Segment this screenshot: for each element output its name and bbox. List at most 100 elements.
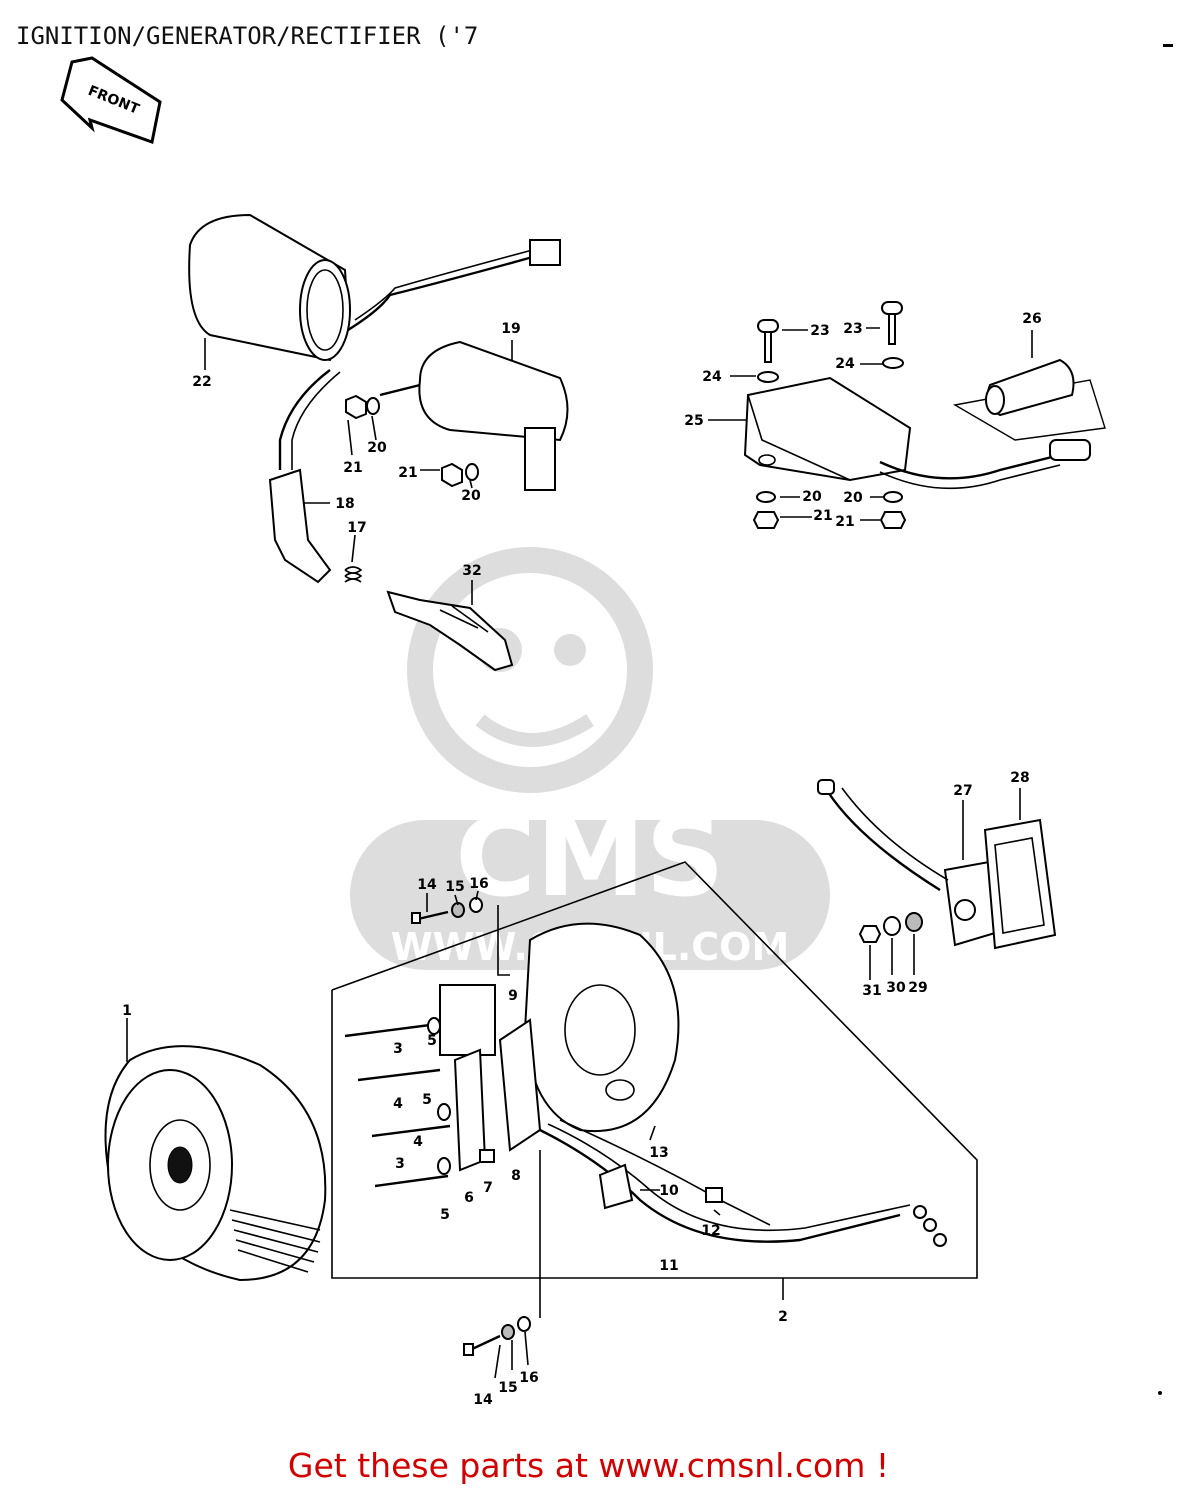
callout-8: 8 [511, 1168, 521, 1184]
part-21-nut-3[interactable] [752, 511, 780, 529]
callout-16-b: 16 [519, 1370, 538, 1386]
callout-11: 11 [659, 1258, 678, 1274]
part-12-lead[interactable] [559, 1119, 771, 1226]
part-29-washer[interactable] [905, 912, 923, 932]
part-13-stator-plate[interactable] [523, 922, 680, 1133]
callout-21: 21 [343, 460, 362, 476]
coil-lead-wire [347, 253, 541, 332]
regulator-lead-2 [841, 787, 949, 881]
part-16-washer[interactable] [469, 897, 483, 913]
callout-12: 12 [701, 1223, 720, 1239]
part-20-washer-3[interactable] [756, 491, 776, 503]
coil-lead-wire-2 [354, 247, 541, 321]
callout-32: 32 [462, 563, 481, 579]
callout-25: 25 [684, 413, 703, 429]
page-title: IGNITION/GENERATOR/RECTIFIER ('7 [16, 22, 479, 50]
callout-27: 27 [953, 783, 972, 799]
callout-13: 13 [649, 1145, 668, 1161]
callout-26: 26 [1022, 311, 1041, 327]
part-4-screw[interactable] [357, 1068, 441, 1082]
part-10-grommet[interactable] [598, 1163, 634, 1210]
part-3-screw-2[interactable] [371, 1124, 451, 1138]
callout-20-d: 20 [843, 490, 863, 506]
callout-1: 1 [122, 1003, 132, 1019]
part-26-condenser[interactable] [953, 358, 1106, 461]
coil-connector [529, 239, 561, 266]
callout-3-b: 3 [395, 1156, 405, 1172]
callout-17: 17 [347, 520, 366, 536]
callout-9: 9 [508, 988, 518, 1004]
callout-16: 16 [469, 876, 488, 892]
callout-20: 20 [367, 440, 387, 456]
part-20-washer[interactable] [366, 397, 380, 415]
callout-21-b: 21 [398, 465, 417, 481]
callout-4-b: 4 [413, 1134, 423, 1150]
part-7-clamp[interactable] [479, 1149, 495, 1163]
hv-lead-wire [278, 369, 331, 470]
callout-23-b: 23 [843, 321, 862, 337]
callout-2: 2 [778, 1309, 788, 1325]
front-arrow-icon: FRONT [60, 56, 162, 144]
callout-18: 18 [335, 496, 354, 512]
promo-link[interactable]: Get these parts at www.cmsnl.com ! [287, 1446, 890, 1485]
callout-15: 15 [445, 879, 464, 895]
part-31-nut[interactable] [858, 925, 882, 943]
rectifier-lead [879, 453, 1061, 480]
part-16-washer-2[interactable] [517, 1316, 531, 1332]
part-18-plug-cap[interactable] [268, 468, 332, 584]
part-5-washer[interactable] [427, 1017, 441, 1035]
regulator-connector [817, 779, 835, 795]
assembly-2-bracket [331, 861, 978, 1279]
part-25-rectifier[interactable] [743, 376, 912, 482]
part-21-nut-4[interactable] [879, 511, 907, 529]
part-11-harness[interactable] [539, 1128, 901, 1243]
part-1-flywheel[interactable] [104, 1045, 327, 1282]
part-15-lockwasher-2[interactable] [501, 1324, 515, 1340]
callout-4: 4 [393, 1096, 403, 1112]
part-32-spark-plug[interactable] [386, 590, 514, 672]
callout-23: 23 [810, 323, 829, 339]
corner-dot [1158, 1391, 1162, 1395]
corner-mark [1163, 44, 1173, 47]
part-3-screw[interactable] [344, 1023, 431, 1038]
callout-14: 14 [417, 877, 437, 893]
part-4-screw-2[interactable] [374, 1174, 449, 1188]
part-14-screw-2[interactable] [463, 1334, 501, 1356]
callout-15-b: 15 [498, 1380, 517, 1396]
callout-30: 30 [886, 980, 906, 996]
callout-5-b: 5 [422, 1092, 432, 1108]
part-5-washer-2[interactable] [437, 1103, 451, 1121]
part-23-bolt[interactable] [757, 319, 779, 363]
callout-5: 5 [427, 1033, 437, 1049]
part-14-screw[interactable] [411, 910, 449, 924]
part-22-coil-cylinder[interactable] [188, 213, 351, 362]
callout-24-b: 24 [835, 356, 855, 372]
callout-10: 10 [659, 1183, 679, 1199]
callout-5-c: 5 [440, 1207, 450, 1223]
part-20-washer-4[interactable] [883, 491, 903, 503]
callout-29: 29 [908, 980, 927, 996]
part-5-washer-3[interactable] [437, 1157, 451, 1175]
part-24-washer-2[interactable] [882, 357, 904, 369]
callout-22: 22 [192, 374, 211, 390]
part-24-washer[interactable] [757, 371, 779, 383]
callout-20-b: 20 [461, 488, 481, 504]
part-17-spring[interactable] [344, 566, 363, 583]
hv-lead-wire-2 [291, 371, 341, 470]
part-19-ignition-coil[interactable] [379, 340, 569, 491]
part-12-connector [705, 1187, 723, 1203]
part-21-nut[interactable] [345, 394, 367, 420]
part-15-lockwasher[interactable] [451, 902, 465, 918]
part-21-nut-2[interactable] [441, 462, 463, 488]
callout-21-d: 21 [835, 514, 854, 530]
part-30-washer[interactable] [883, 916, 901, 936]
callout-19: 19 [501, 321, 520, 337]
rectifier-lead-2 [879, 464, 1061, 490]
part-20-washer-2[interactable] [465, 463, 479, 481]
part-28-gasket[interactable] [983, 818, 1057, 950]
callout-7: 7 [483, 1180, 493, 1196]
part-23-bolt-2[interactable] [881, 301, 903, 345]
part-9-coil[interactable] [439, 984, 496, 1056]
callout-20-c: 20 [802, 489, 822, 505]
